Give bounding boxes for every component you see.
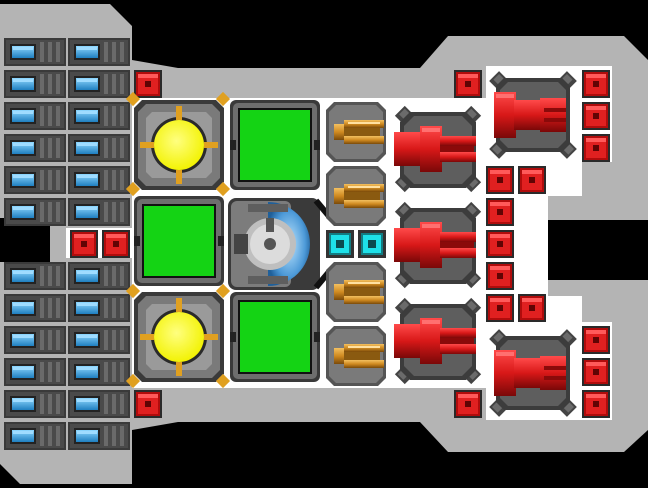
coolant-cell-icon[interactable]: [358, 230, 386, 258]
thruster-icon[interactable]: [68, 358, 130, 386]
thruster-icon[interactable]: [68, 390, 130, 418]
thruster-icon[interactable]: [4, 38, 66, 66]
thruster-icon[interactable]: [4, 358, 66, 386]
thruster-icon[interactable]: [4, 422, 66, 450]
heavy-turret-icon[interactable]: [394, 105, 482, 193]
thruster-icon[interactable]: [4, 166, 66, 194]
reactor-core-icon[interactable]: [125, 91, 231, 197]
armor-node-icon[interactable]: [102, 230, 130, 258]
thruster-icon[interactable]: [68, 38, 130, 66]
armor-node-icon[interactable]: [582, 102, 610, 130]
cannon-icon[interactable]: [326, 102, 386, 162]
cannon-icon[interactable]: [326, 326, 386, 386]
reactor-core-icon[interactable]: [125, 283, 231, 389]
cargo-bay-icon[interactable]: [134, 196, 224, 286]
thruster-icon[interactable]: [68, 422, 130, 450]
armor-node-icon[interactable]: [486, 262, 514, 290]
thruster-icon[interactable]: [68, 166, 130, 194]
armor-node-icon[interactable]: [486, 294, 514, 322]
thruster-icon[interactable]: [4, 294, 66, 322]
armor-node-icon[interactable]: [134, 70, 162, 98]
thruster-icon[interactable]: [4, 262, 66, 290]
armor-node-icon[interactable]: [486, 166, 514, 194]
gatling-turret-icon[interactable]: [489, 329, 577, 417]
deck-aft: [486, 66, 612, 420]
module-layer: [4, 38, 610, 450]
armor-node-icon[interactable]: [582, 70, 610, 98]
thruster-icon[interactable]: [68, 294, 130, 322]
armor-node-icon[interactable]: [518, 294, 546, 322]
thruster-icon[interactable]: [4, 134, 66, 162]
thruster-icon[interactable]: [68, 70, 130, 98]
cargo-bay-icon[interactable]: [230, 100, 320, 190]
armor-node-icon[interactable]: [582, 390, 610, 418]
thruster-icon[interactable]: [68, 134, 130, 162]
thruster-icon[interactable]: [4, 102, 66, 130]
armor-node-icon[interactable]: [486, 230, 514, 258]
armor-node-icon[interactable]: [486, 198, 514, 226]
thruster-icon[interactable]: [4, 326, 66, 354]
heavy-turret-icon[interactable]: [394, 201, 482, 289]
armor-node-icon[interactable]: [582, 358, 610, 386]
armor-node-icon[interactable]: [454, 70, 482, 98]
thruster-icon[interactable]: [68, 198, 130, 226]
thruster-icon[interactable]: [4, 390, 66, 418]
armor-node-icon[interactable]: [454, 390, 482, 418]
armor-node-icon[interactable]: [134, 390, 162, 418]
heavy-turret-icon[interactable]: [394, 297, 482, 385]
armor-node-icon[interactable]: [582, 134, 610, 162]
cargo-bay-icon[interactable]: [230, 292, 320, 382]
armor-node-icon[interactable]: [70, 230, 98, 258]
thruster-icon[interactable]: [68, 262, 130, 290]
cockpit-icon[interactable]: [228, 198, 320, 290]
thruster-icon[interactable]: [68, 102, 130, 130]
coolant-cell-icon[interactable]: [326, 230, 354, 258]
armor-node-icon[interactable]: [582, 326, 610, 354]
thruster-icon[interactable]: [4, 70, 66, 98]
thruster-icon[interactable]: [68, 326, 130, 354]
gatling-turret-icon[interactable]: [489, 71, 577, 159]
cannon-icon[interactable]: [326, 262, 386, 322]
armor-node-icon[interactable]: [518, 166, 546, 194]
cannon-icon[interactable]: [326, 166, 386, 226]
thruster-icon[interactable]: [4, 198, 66, 226]
